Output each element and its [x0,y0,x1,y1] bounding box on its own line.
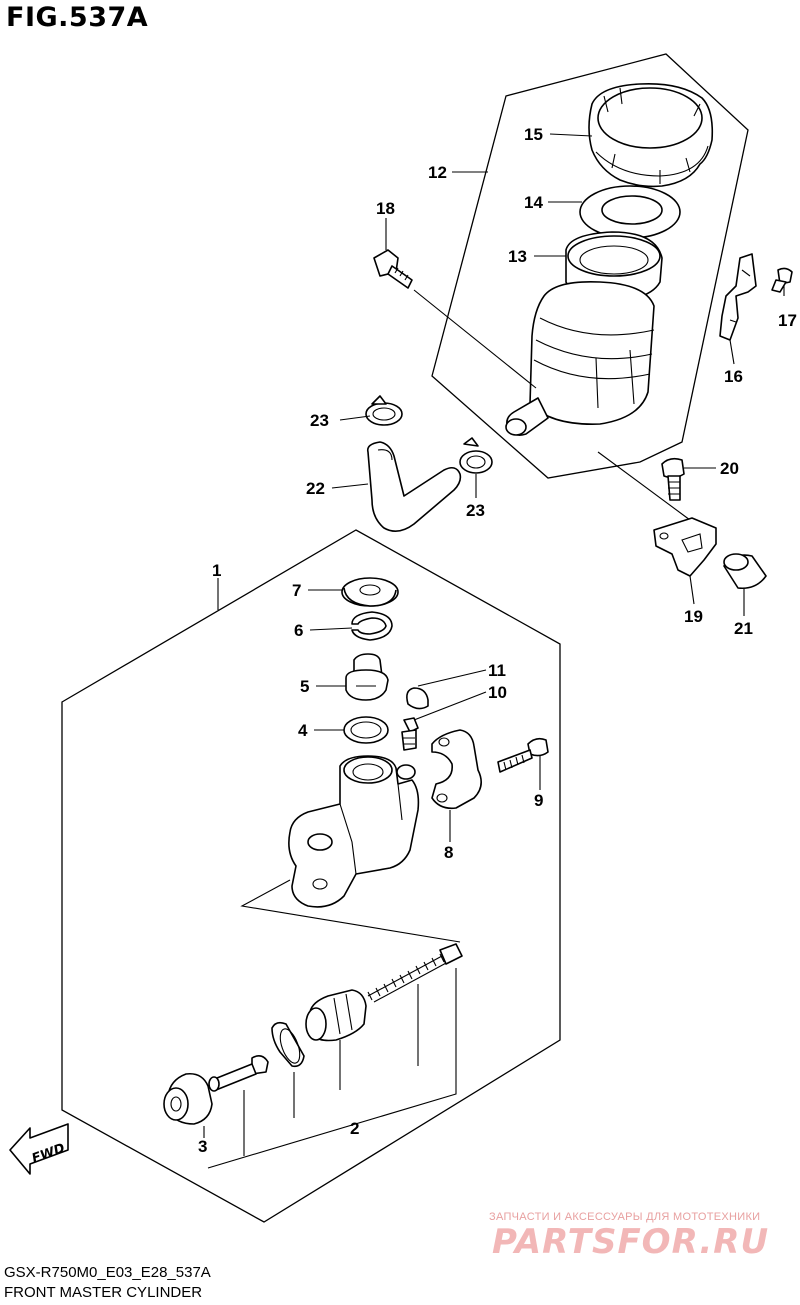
callout-19: 19 [684,607,703,626]
callout-2: 2 [350,1119,359,1138]
cap-7 [341,577,399,607]
circlip [271,1021,305,1068]
leader-line-reservoir [413,289,537,389]
connector-5 [345,653,389,701]
callout-23-upper: 23 [310,411,329,430]
callout-17: 17 [778,311,797,330]
callout-20: 20 [720,459,739,478]
callout-1: 1 [212,561,221,580]
o-ring-4 [343,716,389,744]
holder-8 [431,729,482,810]
bracket-16 [719,253,757,341]
group-leader-lines [203,968,457,1169]
leader-line-bracket [597,451,691,521]
callout-7: 7 [292,581,301,600]
hose-clamp-23-lower [459,437,493,474]
callout-3: 3 [198,1137,207,1156]
callout-9: 9 [534,791,543,810]
circlip-6 [351,611,393,641]
cap-11 [406,687,429,710]
bolt-18 [373,249,413,289]
grommet-21 [723,553,767,590]
callout-21: 21 [734,619,753,638]
callout-4: 4 [298,721,308,740]
bolt-20 [661,457,685,501]
callout-10: 10 [488,683,507,702]
reservoir-tank [505,280,655,436]
reservoir-assembly-frame [431,53,749,479]
callout-6: 6 [294,621,303,640]
dust-boot [163,1072,213,1125]
model-code: GSX-R750M0_E03_E28_537A [4,1264,211,1281]
push-rod [208,1054,269,1092]
callout-22: 22 [306,479,325,498]
callout-12: 12 [428,163,447,182]
piston-assembly [305,989,367,1042]
callout-14: 14 [524,193,543,212]
master-cylinder-body [288,755,420,908]
callout-11: 11 [488,661,506,680]
diaphragm-plate-14 [579,185,681,239]
reservoir-hose-22 [366,441,462,532]
callout-18: 18 [376,199,395,218]
hose-clamp-23-upper [365,395,403,426]
return-spring [367,943,463,1003]
bolt-9 [497,737,549,773]
watermark-brand: PARTSFOR.RU [492,1222,770,1262]
leader-line-body [240,879,461,943]
callout-16: 16 [724,367,743,386]
callout-leaders [217,133,785,842]
reservoir-cap-15 [588,82,714,188]
watermark-tagline: ЗАПЧАСТИ И АКСЕССУАРЫ ДЛЯ МОТОТЕХНИКИ [489,1211,761,1223]
bracket-19 [653,517,717,577]
callout-13: 13 [508,247,527,266]
part-name: FRONT MASTER CYLINDER [4,1284,203,1301]
callout-5: 5 [300,677,309,696]
bleeder-valve-10 [401,717,419,751]
callout-15: 15 [524,125,543,144]
callout-23-lower: 23 [466,501,485,520]
master-cylinder-frame [61,529,561,1223]
fwd-direction-arrow: FWD [9,1123,69,1175]
callout-8: 8 [444,843,453,862]
figure-title: FIG.537A [6,2,149,33]
screw-17 [771,267,793,293]
